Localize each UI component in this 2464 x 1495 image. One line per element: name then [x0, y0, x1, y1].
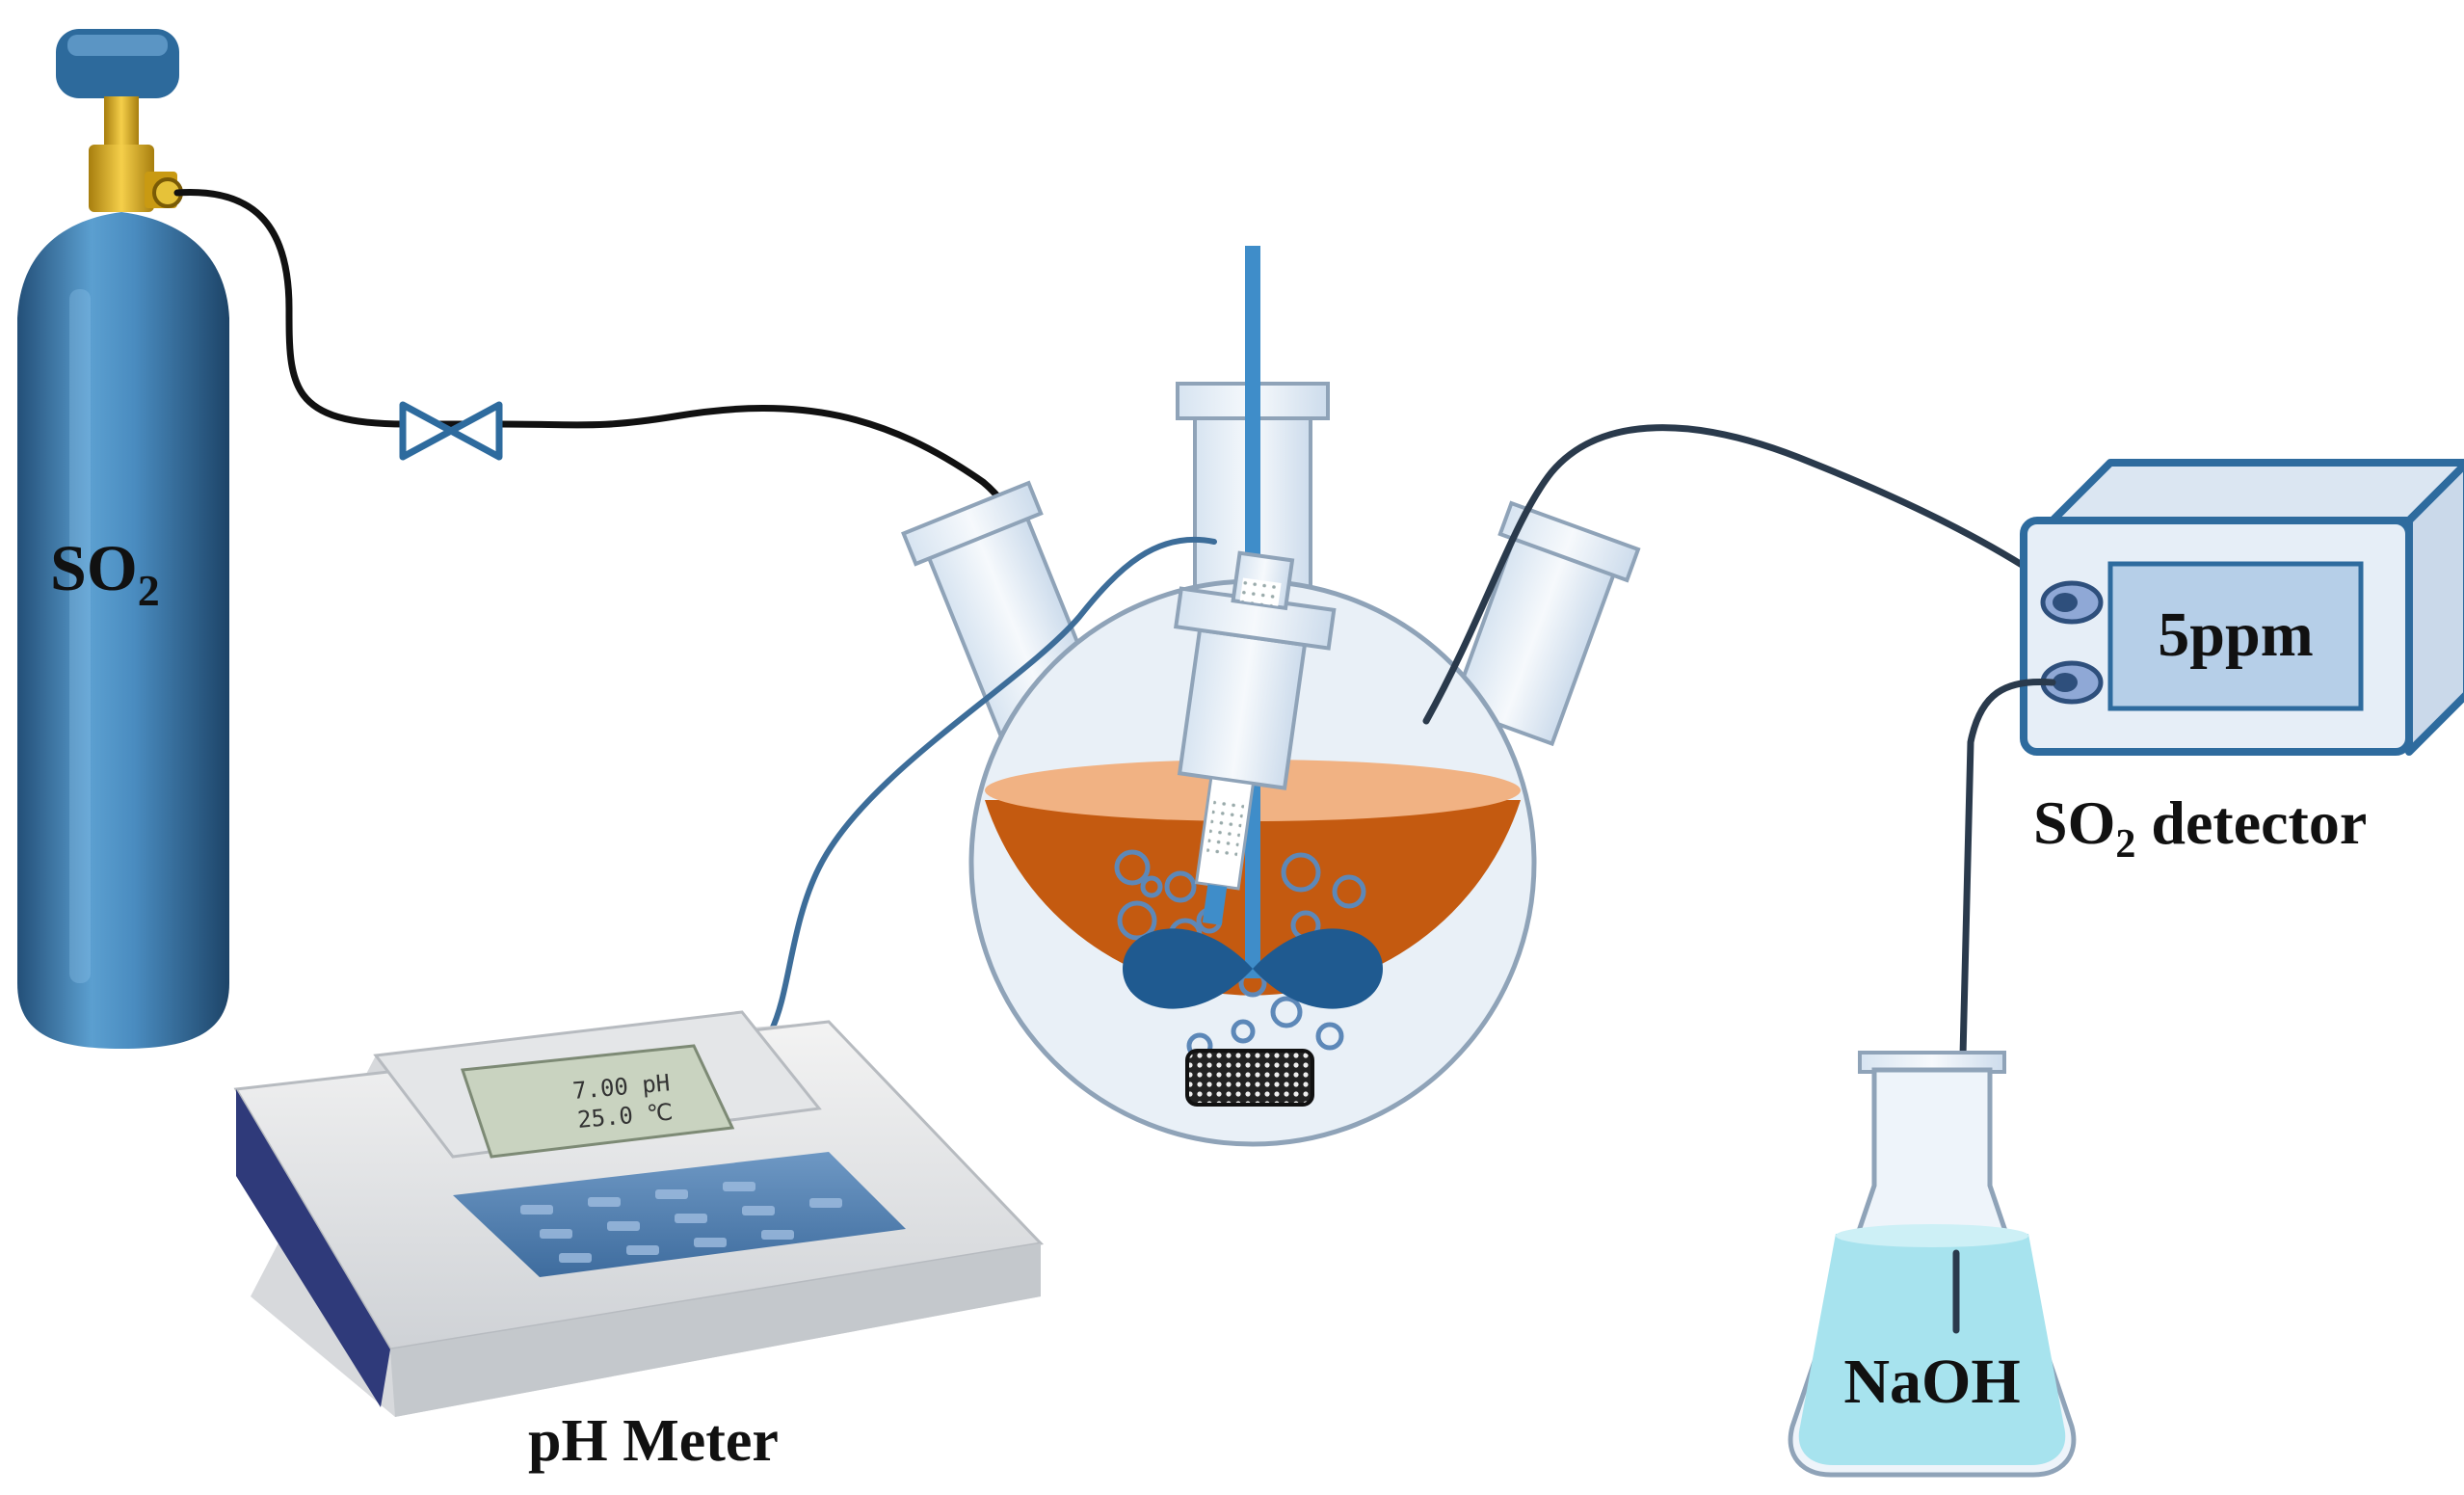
detector-label: SO2 detector	[2033, 788, 2367, 867]
ph-electrode-cable	[768, 536, 1217, 1034]
stir-bar-icon	[1123, 928, 1383, 1009]
gas-diffuser-icon	[1185, 1049, 1314, 1107]
detector-reading: 5ppm	[2158, 600, 2313, 670]
reaction-flask	[901, 246, 1641, 1147]
cylinder-label: SO2	[50, 531, 160, 615]
ph-electrode	[1174, 550, 1337, 925]
ph-meter-label: pH Meter	[528, 1408, 779, 1474]
naoh-label: NaOH	[1843, 1347, 2020, 1417]
ph-meter-keypad[interactable]	[453, 1152, 906, 1277]
so2-gas-cylinder: SO2	[17, 29, 229, 1049]
ph-meter-screen: 7.00 pH 25.0 ℃	[460, 1044, 735, 1159]
naoh-solution	[1798, 1234, 2066, 1465]
so2-detector: 5ppm SO2 detector	[2020, 459, 2464, 867]
detector-display	[2107, 561, 2364, 711]
exhaust-tube	[1952, 678, 2056, 1334]
bowtie-valve-icon[interactable]	[399, 401, 503, 461]
ph-meter-device: 7.00 pH 25.0 ℃ pH Meter	[233, 1010, 1045, 1474]
naoh-trap-flask: NaOH	[1788, 1051, 2077, 1478]
detector-inlet-port-icon[interactable]	[2040, 580, 2104, 625]
